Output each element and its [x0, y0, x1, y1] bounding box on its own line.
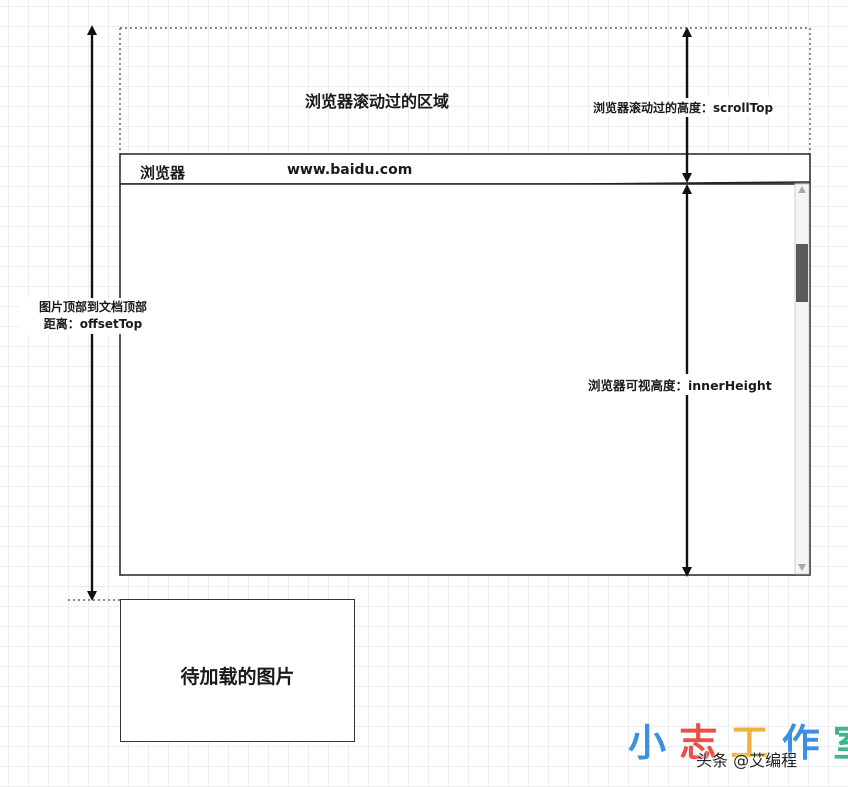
- offsettop-label-line2: 距离：offsetTop: [43, 317, 143, 331]
- scrollbar-thumb[interactable]: [796, 244, 808, 302]
- scrolled-region-outline: [119, 27, 811, 154]
- brand-char-4: 作: [781, 721, 820, 765]
- brand-char-1: 小: [628, 721, 667, 765]
- lazy-image-placeholder: 待加载的图片: [120, 599, 355, 742]
- brand-char-2: 志: [679, 721, 718, 765]
- browser-header: [119, 153, 811, 189]
- browser-url[interactable]: www.baidu.com: [287, 162, 413, 178]
- brand-char-3: 工: [730, 721, 769, 765]
- brand-watermark: 小 志 工 作 室: [628, 712, 848, 767]
- browser-title: 浏览器: [140, 164, 186, 182]
- lazy-image-label: 待加载的图片: [180, 666, 295, 688]
- scrolltop-label: 浏览器滚动过的高度：scrollTop: [591, 98, 776, 117]
- innerheight-label: 浏览器可视高度：innerHeight: [586, 374, 774, 395]
- scrollbar-down-arrow-icon[interactable]: [798, 564, 806, 571]
- brand-char-5: 室: [833, 712, 848, 767]
- scrollbar-up-arrow-icon[interactable]: [798, 186, 806, 193]
- offsettop-label-line1: 图片顶部到文档顶部: [38, 300, 147, 314]
- scrolled-region-label: 浏览器滚动过的区域: [305, 92, 450, 111]
- source-watermark: 头条 @艾编程: [696, 751, 798, 770]
- offsettop-label: 图片顶部到文档顶部 距离：offsetTop: [20, 298, 166, 334]
- scrollbar[interactable]: [794, 183, 810, 575]
